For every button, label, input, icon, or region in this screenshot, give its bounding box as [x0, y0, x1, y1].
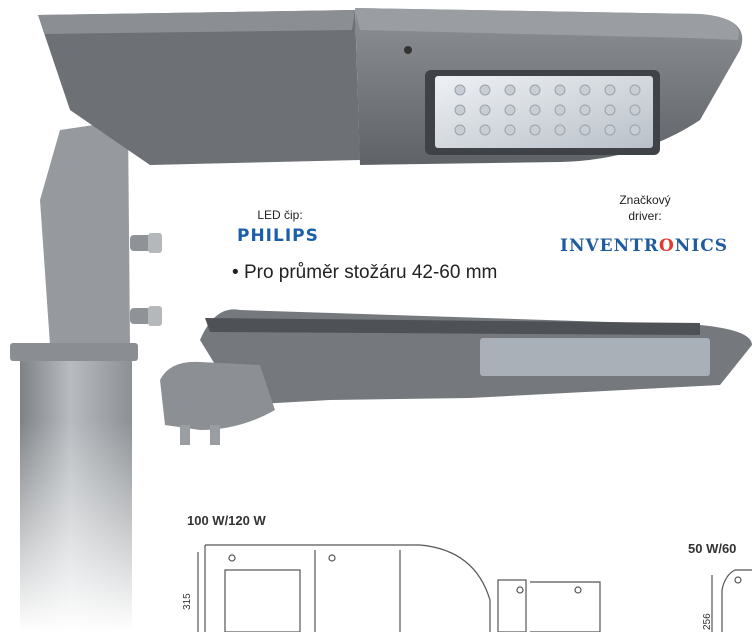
luminaire-side — [160, 309, 752, 445]
inventronics-o: O — [658, 236, 675, 256]
bullet-dot: • — [232, 262, 244, 283]
led-chip-label: LED čip: — [257, 208, 303, 222]
inventronics-logo: INVENTRONICS — [560, 236, 728, 256]
technical-drawing-large — [197, 544, 601, 632]
mast-diameter-bullet: • Pro průměr stožáru 42-60 mm — [232, 262, 497, 284]
model-label-large: 100 W/120 W — [187, 513, 266, 528]
dimension-315: 315 — [182, 593, 193, 610]
model-label-small: 50 W/60 — [688, 541, 737, 556]
driver-label-line1: Značkový — [619, 193, 671, 207]
driver-label-line2: driver: — [628, 209, 662, 223]
mast-diameter-text: Pro průměr stožáru 42-60 mm — [243, 262, 498, 283]
philips-logo: PHILIPS — [237, 226, 319, 246]
inventronics-part-2: NICS — [674, 236, 729, 256]
inventronics-part-1: INVENTR — [560, 236, 659, 256]
dimension-256: 256 — [702, 613, 713, 630]
pole — [10, 120, 162, 632]
luminaire-top — [38, 8, 743, 165]
technical-drawing-small — [711, 569, 752, 632]
